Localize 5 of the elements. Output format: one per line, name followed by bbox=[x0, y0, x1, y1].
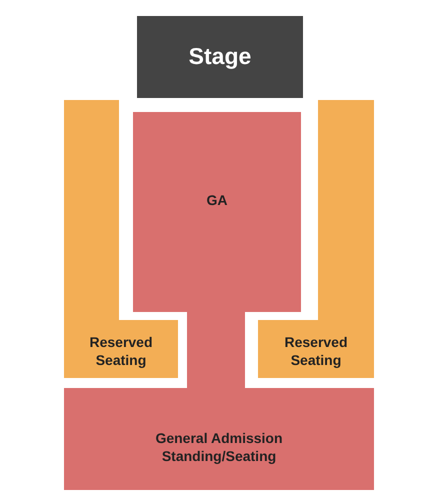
section-label: General Admission Standing/Seating bbox=[154, 428, 284, 466]
section-label: Reserved Seating bbox=[283, 332, 349, 370]
stage-label: Stage bbox=[188, 42, 252, 72]
section-label: Reserved Seating bbox=[88, 332, 154, 370]
section-label: GA bbox=[206, 190, 228, 210]
